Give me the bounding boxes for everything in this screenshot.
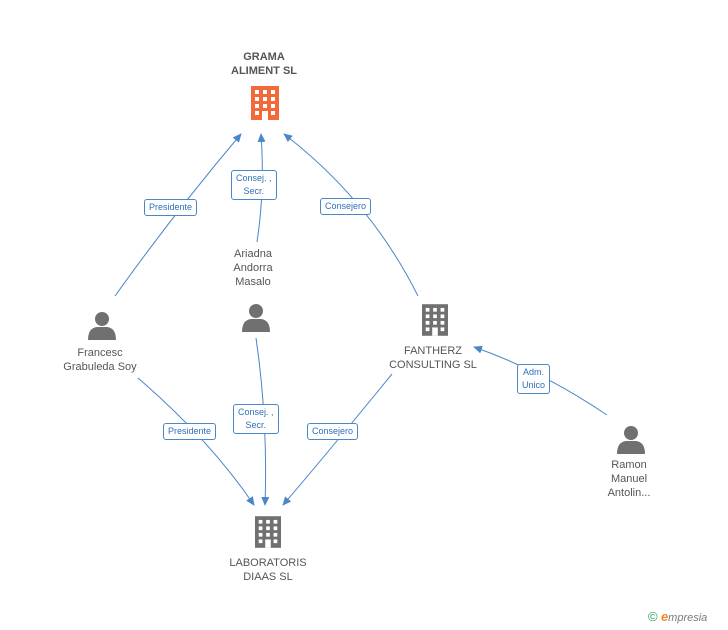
edge-label-presidente[interactable]: Presidente bbox=[144, 199, 198, 216]
edge-fantherz-grama bbox=[283, 133, 419, 297]
footer-brand: © empresia bbox=[648, 609, 707, 624]
edge-label-consej-secr[interactable]: Consej. , Secr. bbox=[231, 170, 277, 200]
edge-label-consej-secr[interactable]: Consej. , Secr. bbox=[233, 404, 279, 434]
company-label-fantherz[interactable]: FANTHERZ CONSULTING SL bbox=[389, 345, 477, 371]
edge-fantherz-lab bbox=[282, 373, 393, 506]
brand-logo-e: e bbox=[660, 609, 669, 624]
person-label-ariadna[interactable]: Ariadna Andorra Masalo bbox=[233, 248, 273, 288]
company-building-icon[interactable] bbox=[422, 304, 448, 336]
company-building-icon[interactable] bbox=[255, 516, 281, 548]
edge-francesc-lab bbox=[137, 377, 255, 506]
company-label-grama[interactable]: GRAMA ALIMENT SL bbox=[231, 51, 297, 77]
copyright-icon: © bbox=[648, 609, 658, 624]
person-icon[interactable] bbox=[617, 424, 645, 454]
brand-name: mpresia bbox=[668, 612, 708, 624]
person-icon[interactable] bbox=[88, 310, 116, 340]
person-icon[interactable] bbox=[242, 302, 270, 332]
edge-label-presidente[interactable]: Presidente bbox=[163, 423, 217, 440]
edge-label-adm-unico[interactable]: Adm. Unico bbox=[517, 364, 551, 394]
person-label-francesc[interactable]: Francesc Grabuleda Soy bbox=[63, 347, 137, 373]
person-label-ramon[interactable]: Ramon Manuel Antolin... bbox=[607, 459, 651, 499]
company-label-laboratoris[interactable]: LABORATORIS DIAAS SL bbox=[229, 557, 307, 583]
company-building-icon[interactable] bbox=[251, 86, 279, 120]
edge-label-consejero[interactable]: Consejero bbox=[320, 198, 372, 215]
edge-label-consejero[interactable]: Consejero bbox=[307, 423, 359, 440]
